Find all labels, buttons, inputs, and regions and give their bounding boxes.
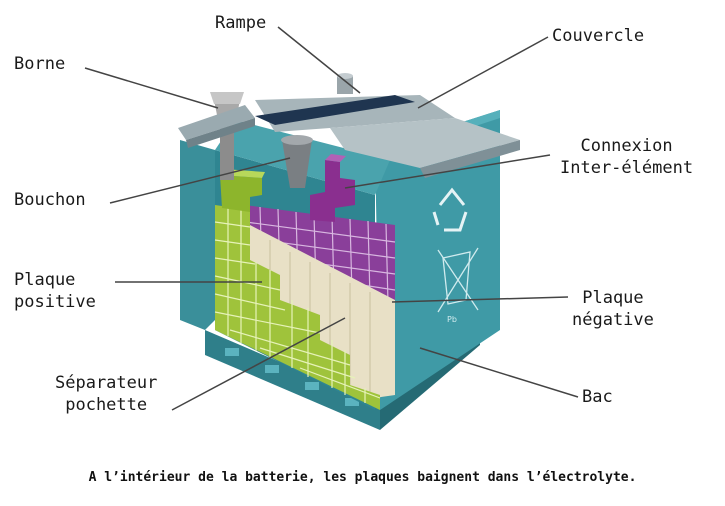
label-bac: Bac [582, 387, 613, 407]
label-plaque-negative: Plaque négative [572, 288, 654, 330]
leader-rampe [277, 26, 361, 94]
label-rampe: Rampe [215, 13, 267, 33]
leader-borne [84, 67, 219, 109]
rail-vent-stub [337, 73, 353, 94]
leader-bouchon [109, 157, 291, 204]
leader-couvercle [417, 36, 549, 109]
leader-lines [84, 26, 579, 411]
label-bouchon: Bouchon [14, 190, 86, 210]
pb-mark: Pb [447, 315, 457, 324]
leader-connexion [344, 154, 551, 189]
leader-plaque-negative [391, 296, 569, 303]
leader-separateur [171, 317, 346, 411]
label-separateur-pochette: Séparateur pochette [55, 373, 158, 415]
label-connexion-inter-element: Connexion Inter-élément [560, 136, 694, 178]
recycle-icon [432, 187, 468, 232]
label-borne: Borne [14, 54, 66, 74]
battery-lid [178, 95, 520, 178]
vent-rail [255, 95, 415, 125]
figure-caption: A l’intérieur de la batterie, les plaque… [88, 470, 637, 485]
leader-bac [419, 347, 579, 398]
inter-element-connection [310, 154, 355, 222]
vent-cap [281, 135, 313, 188]
label-couvercle: Couvercle [552, 26, 645, 46]
label-plaque-positive: Plaque positive [14, 270, 96, 312]
